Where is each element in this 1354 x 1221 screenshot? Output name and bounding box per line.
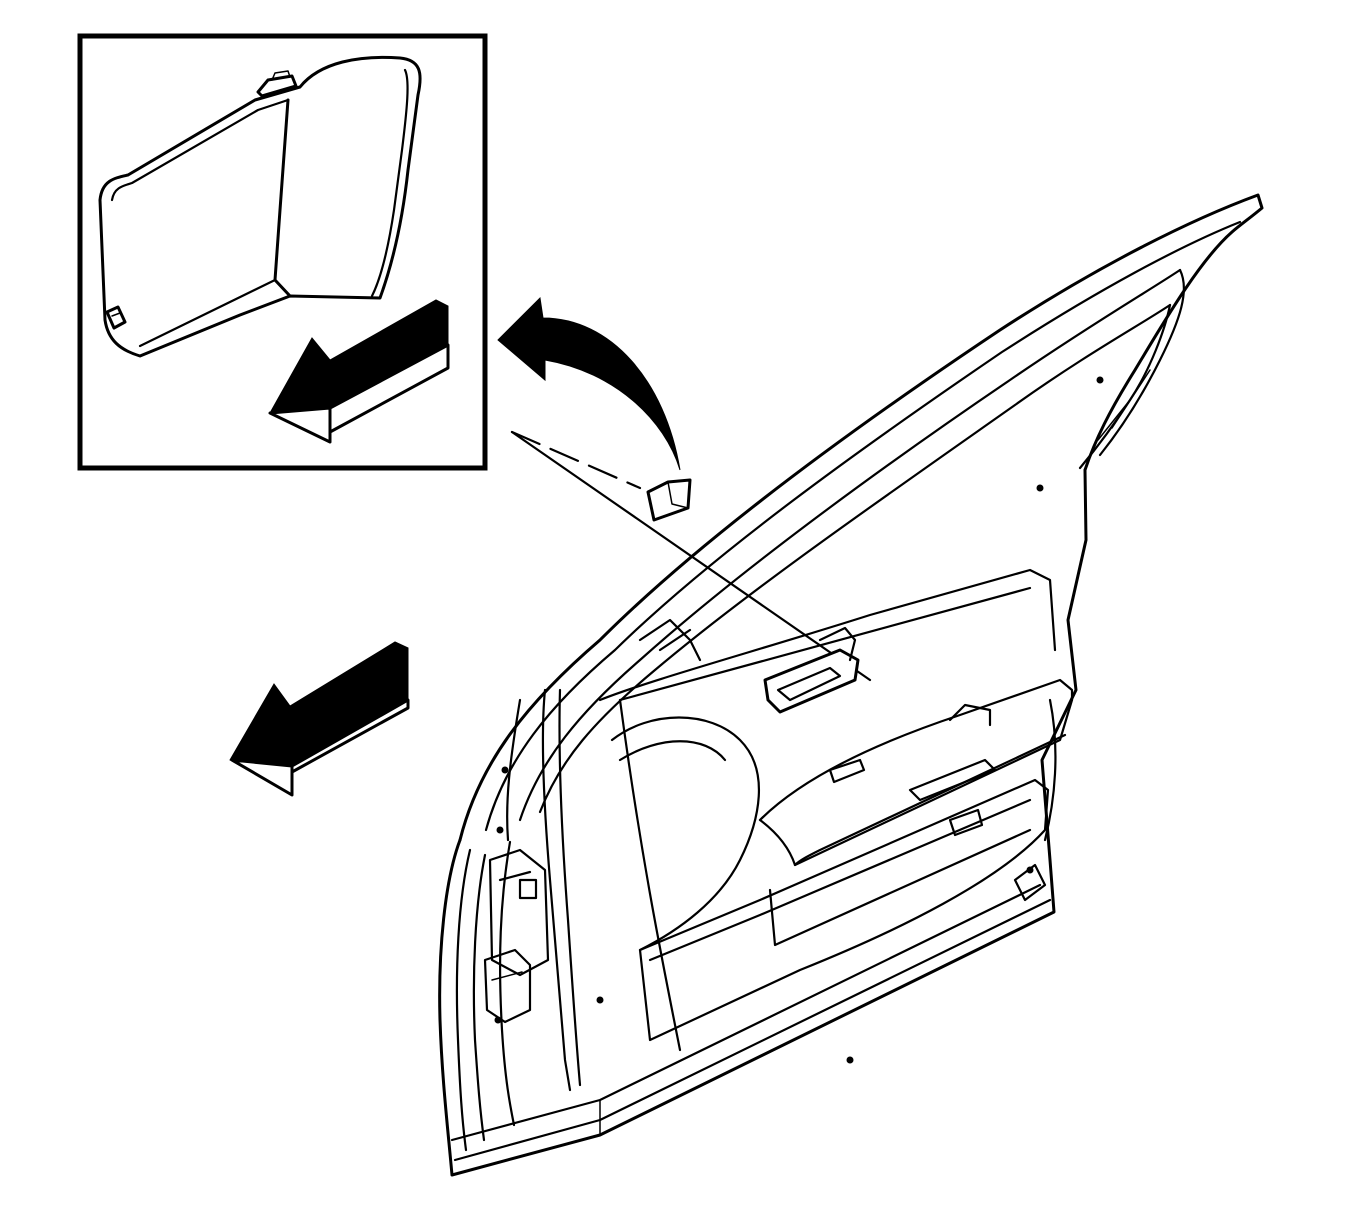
detail-direction-arrow [268, 299, 450, 444]
fastener-holes [494, 376, 1104, 1064]
water-deflector-clip [646, 478, 692, 522]
trim-panel-detail [98, 55, 422, 358]
curved-removal-arrow [497, 296, 681, 471]
vehicle-front-direction-arrow [229, 641, 410, 797]
door-assembly [438, 193, 1264, 1177]
detail-view-inset [77, 33, 488, 471]
